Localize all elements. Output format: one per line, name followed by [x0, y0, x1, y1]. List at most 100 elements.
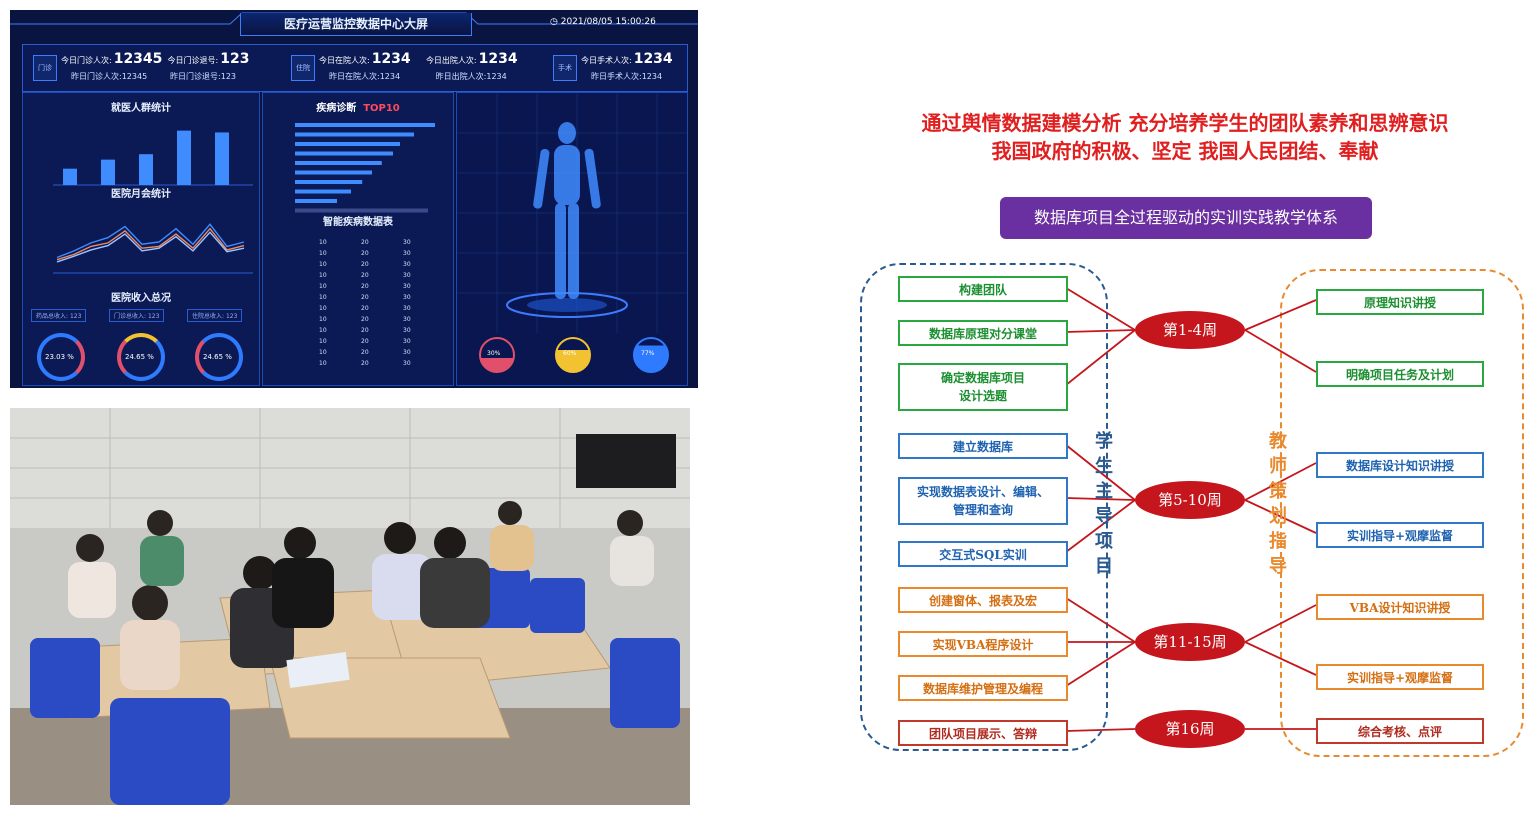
teaching-system-diagram: 通过舆情数据建模分析 充分培养学生的团队素养和思辨意识 我国政府的积极、坚定 我… — [840, 95, 1530, 775]
clock-text: 2021/08/05 15:00:26 — [560, 17, 656, 27]
table-cell: 20 — [361, 272, 369, 279]
table-cell: 20 — [361, 316, 369, 323]
table-cell: 30 — [403, 239, 411, 246]
bed-icon: 住院 — [291, 55, 315, 81]
table-row: 10 20 30 — [269, 360, 447, 371]
disease-bar — [295, 142, 400, 146]
box-final-assessment: 综合考核、点评 — [1316, 718, 1484, 744]
table-cell: 20 — [361, 360, 369, 367]
box-db-maintenance: 数据库维护管理及编程 — [898, 675, 1068, 701]
kpi-surgery: 手术 今日手术人次:1234 昨日手术人次:1234 — [553, 49, 683, 87]
disease-bar — [295, 161, 382, 165]
table-cell: 30 — [403, 305, 411, 312]
table-cell: 10 — [319, 250, 327, 257]
table-cell: 20 — [361, 327, 369, 334]
week-5-10: 第5-10周 — [1135, 481, 1245, 519]
dashboard-title: 医疗运营监控数据中心大屏 — [240, 13, 472, 36]
table-cell: 30 — [403, 349, 411, 356]
income-box-3: 住院总收入: 123 — [187, 309, 243, 322]
box-forms-reports: 创建窗体、报表及宏 — [898, 587, 1068, 613]
gauge-1-value: 23.03 % — [45, 353, 74, 361]
gauge-3 — [195, 333, 243, 381]
week-16: 第16周 — [1135, 710, 1245, 748]
connector-lines — [1065, 287, 1317, 732]
people-bar — [215, 132, 229, 185]
monthly-series-line — [56, 231, 245, 263]
bottom-gauge-3 — [633, 337, 669, 373]
box-vba-teaching: VBA设计知识讲授 — [1316, 594, 1484, 620]
disease-bar — [295, 123, 435, 127]
bottom-gauge-2-value: 60% — [563, 350, 577, 357]
dashboard-clock: ◷ 2021/08/05 15:00:26 — [550, 17, 656, 27]
outpatient-icon: 门诊 — [33, 55, 57, 81]
people-bar — [63, 168, 77, 185]
table-cell: 30 — [403, 294, 411, 301]
monthly-title: 医院月会统计 — [111, 189, 171, 200]
table-cell: 30 — [403, 327, 411, 334]
bottom-gauge-2 — [555, 337, 591, 373]
box-task-plan: 明确项目任务及计划 — [1316, 361, 1484, 387]
scissors-icon: 手术 — [553, 55, 577, 81]
week-1-4: 第1-4周 — [1135, 311, 1245, 349]
headline-2: 我国政府的积极、坚定 我国人民团结、奉献 — [991, 139, 1379, 163]
table-cell: 10 — [319, 261, 327, 268]
left-panel: 就医人群统计 医院月会统计 医院收入总况 药品总收入: 123 门诊总收入: 1… — [22, 92, 260, 386]
gauge-2 — [117, 333, 165, 381]
teacher-group-outline — [1280, 269, 1524, 757]
box-build-db: 建立数据库 — [898, 433, 1068, 459]
right-panel: 30% 60% 77% — [456, 92, 688, 386]
people-chart — [53, 130, 253, 186]
box-vba-programming: 实现VBA程序设计 — [898, 631, 1068, 657]
monthly-series-line — [56, 227, 245, 261]
kpi-outpatient: 门诊 今日门诊人次:12345 今日门诊退号:123 昨日门诊人次:12345 … — [33, 49, 263, 87]
table-cell: 20 — [361, 349, 369, 356]
kpi-bar: 门诊 今日门诊人次:12345 今日门诊退号:123 昨日门诊人次:12345 … — [22, 44, 688, 92]
table-cell: 10 — [319, 360, 327, 367]
bottom-gauge-1 — [479, 337, 515, 373]
monthly-chart — [53, 223, 253, 274]
gauge-3-value: 24.65 % — [203, 353, 232, 361]
disease-bar — [295, 151, 393, 156]
table-cell: 20 — [361, 283, 369, 290]
table-cell: 10 — [319, 349, 327, 356]
table-cell: 20 — [361, 338, 369, 345]
disease-table: 10 20 30 10 20 30 10 20 30 10 20 30 10 20 30 10 20 30 10 20… — [269, 239, 447, 371]
clock-icon: ◷ — [550, 17, 558, 27]
table-cell: 20 — [361, 294, 369, 301]
disease-bar — [295, 189, 351, 194]
student-led-label: 学生主 导项目 — [1095, 431, 1113, 577]
table-cell: 10 — [319, 338, 327, 345]
box-table-design: 实现数据表设计、编辑、 管理和查询 — [898, 477, 1068, 525]
bottom-gauge-3-value: 77% — [641, 350, 655, 357]
box-guidance-2: 实训指导+观摩监督 — [1316, 664, 1484, 690]
table-cell: 10 — [319, 316, 327, 323]
bottom-gauge-1-value: 30% — [487, 350, 501, 357]
kpi-inpatient: 住院 今日在院人次:1234 今日出院人次:1234 昨日在院人次:1234 昨… — [291, 49, 531, 87]
table-cell: 20 — [361, 250, 369, 257]
headline-1: 通过舆情数据建模分析 充分培养学生的团队素养和思辨意识 — [921, 111, 1449, 135]
table-cell: 20 — [361, 239, 369, 246]
income-title: 医院收入总况 — [111, 293, 171, 304]
table-cell: 10 — [319, 294, 327, 301]
table-cell: 30 — [403, 272, 411, 279]
disease-bar — [295, 199, 337, 203]
box-team-defense: 团队项目展示、答辩 — [898, 720, 1068, 746]
gauge-2-value: 24.65 % — [125, 353, 154, 361]
box-db-principles: 数据库原理对分课堂 — [898, 320, 1068, 346]
body-figure — [457, 93, 687, 333]
people-bar — [139, 154, 153, 185]
disease-bar — [295, 180, 363, 184]
table-cell: 30 — [403, 360, 411, 367]
table-cell: 30 — [403, 316, 411, 323]
income-box-2: 门诊总收入: 123 — [109, 309, 165, 322]
table-cell: 20 — [361, 261, 369, 268]
classroom-photo — [10, 408, 690, 805]
table-cell: 10 — [319, 305, 327, 312]
